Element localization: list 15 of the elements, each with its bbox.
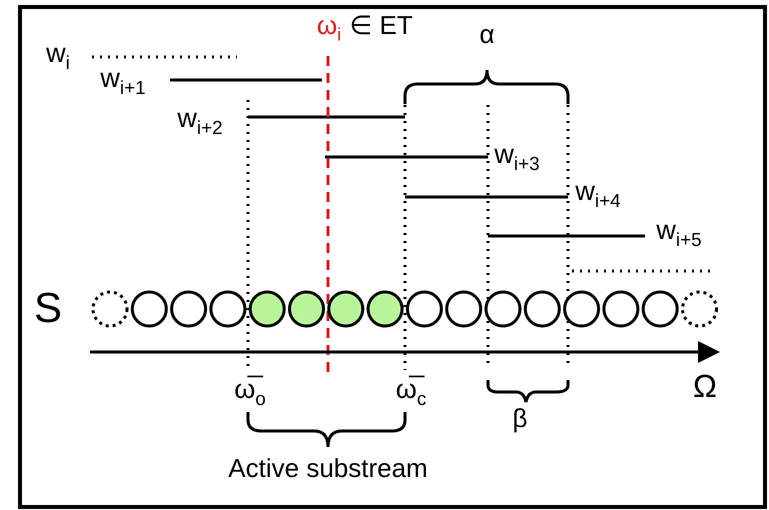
window-label: w$_{i+2}$	[177, 105, 223, 139]
window-close-label: ω̅$_{c}$	[396, 376, 426, 410]
set-label: ∈ ET	[349, 12, 413, 38]
window-open-label: ω̅$_{o}$	[234, 376, 266, 410]
stream-label: S	[34, 287, 62, 329]
window-label: w$_{i+1}$	[100, 65, 146, 99]
alpha-label: α	[479, 21, 495, 47]
beta-label: β	[512, 405, 528, 431]
event-label: ω$_{i}$	[316, 12, 342, 44]
window-label: w$_{i+3}$	[494, 141, 540, 175]
caption-text: Active substream	[228, 455, 428, 481]
window-label: w$_{i+5}$	[656, 217, 702, 251]
window-label: w$_{i}$	[46, 40, 70, 74]
axis-label: Ω	[693, 370, 717, 402]
window-label: w$_{i+4}$	[575, 178, 621, 212]
